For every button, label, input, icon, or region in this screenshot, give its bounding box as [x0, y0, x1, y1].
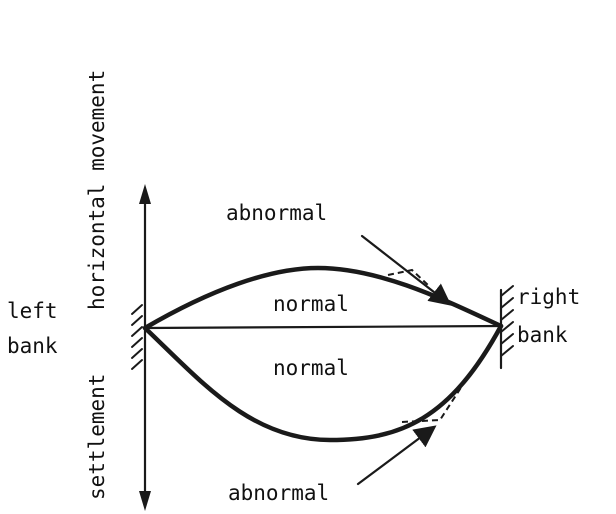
right-bank-hatching: [500, 285, 514, 357]
lower-abnormal-label: abnormal: [228, 481, 329, 505]
lower-normal-curve: [142, 323, 504, 443]
lower-normal-label: normal: [273, 356, 349, 380]
upper-abnormal-deviation: [387, 268, 429, 286]
vertical-axis-top-arrowhead: [139, 184, 151, 204]
lower-abnormal-pointer: [356, 425, 437, 486]
horizontal-movement-label: horizontal movement: [85, 70, 109, 310]
vertical-axis-bottom-arrowhead: [139, 491, 151, 511]
upper-normal-label: normal: [273, 292, 349, 316]
upper-abnormal-pointer: [360, 234, 452, 306]
left-bank-hatching: [131, 304, 143, 370]
baseline-chord: [143, 324, 503, 330]
left-bank-label-line1: left: [7, 299, 58, 323]
right-bank-label-line2: bank: [517, 323, 568, 347]
lower-abnormal-deviation: [401, 385, 463, 423]
upper-abnormal-label: abnormal: [226, 201, 327, 225]
settlement-label: settlement: [85, 374, 109, 500]
left-bank-label-line2: bank: [7, 334, 58, 358]
right-bank-label-line1: right: [517, 285, 580, 309]
